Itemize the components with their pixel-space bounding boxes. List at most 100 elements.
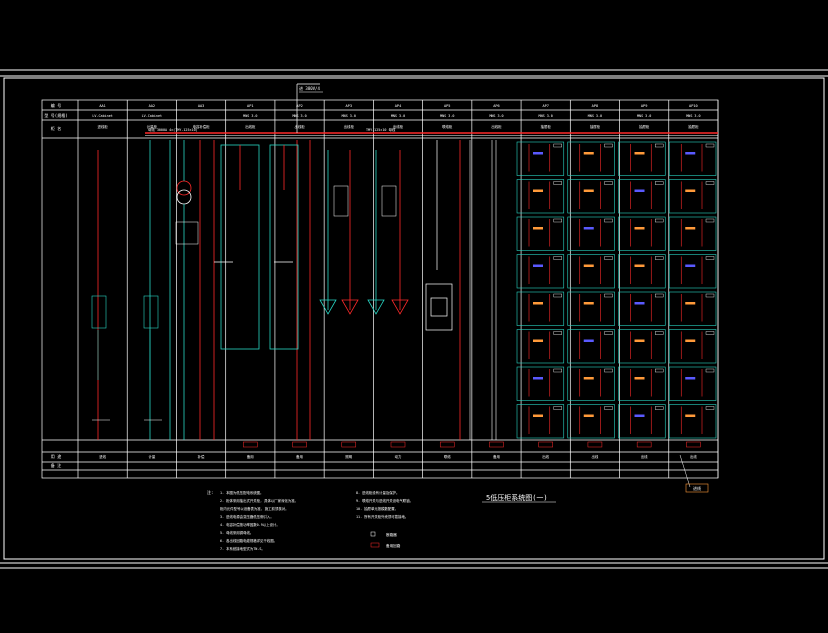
drawer-id-box bbox=[705, 256, 715, 260]
circuit-tag bbox=[292, 441, 307, 448]
note-left-line: 3. 进线电源由变压器低压侧引入。 bbox=[220, 514, 274, 519]
note-left-line: 1. 本图为低压配电系统图。 bbox=[220, 490, 263, 495]
right-tag: 进线 bbox=[693, 485, 701, 491]
drawing-title-block: 5低压柜系统图(一) bbox=[482, 493, 556, 503]
drawer-label bbox=[685, 414, 696, 417]
drawer-id-box bbox=[604, 293, 613, 298]
column-model: MNS 3.0 bbox=[489, 114, 503, 118]
drawer-id-box bbox=[705, 143, 715, 148]
circuit-tag bbox=[686, 441, 701, 448]
column-name: 抽屉柜 bbox=[688, 124, 699, 129]
drawer-id-box bbox=[604, 181, 613, 185]
drawer-label bbox=[685, 152, 696, 155]
column-no: AP3 bbox=[346, 104, 353, 108]
column-no: AP5 bbox=[444, 104, 451, 108]
usage-cell: 备用 bbox=[247, 454, 254, 459]
drawer-id-box bbox=[705, 406, 715, 410]
drawer-label bbox=[583, 377, 594, 380]
note-left-line: 5. 母线采用铜母线。 bbox=[220, 530, 253, 535]
drawer-id-box bbox=[553, 256, 562, 260]
drawer-unit bbox=[618, 329, 666, 364]
column-name: 出线柜 bbox=[344, 124, 355, 129]
drawer-id-box bbox=[655, 406, 664, 410]
drawing-frame bbox=[0, 69, 828, 569]
header-name-label: 柜 名 bbox=[51, 125, 61, 131]
drawer-label bbox=[634, 189, 645, 192]
incomer-circuits bbox=[91, 295, 162, 421]
panel-table-grid bbox=[41, 99, 719, 479]
drawer-id-box bbox=[655, 143, 664, 148]
drawer-unit bbox=[668, 291, 717, 326]
drawer-unit bbox=[618, 366, 666, 401]
column-name: 出线柜 bbox=[491, 124, 502, 129]
circuit-tag bbox=[489, 441, 504, 448]
drawer-id-box bbox=[553, 368, 562, 373]
drawer-label bbox=[583, 302, 594, 305]
drawing-title: 5低压柜系统图(一) bbox=[486, 493, 548, 502]
drawer-unit bbox=[516, 404, 565, 439]
drawer-label bbox=[685, 264, 696, 267]
drawer-unit bbox=[618, 141, 666, 176]
panel-column-headers: AA1LV-Cabinet进线柜AA2LV-Cabinet计量柜AA3电容补偿柜… bbox=[92, 104, 700, 129]
note-right-line: 9. 联络开关与进线开关设电气联锁。 bbox=[356, 498, 413, 503]
drawer-label bbox=[634, 414, 645, 417]
feeder-cabinets-ap1-ap2 bbox=[214, 144, 299, 350]
drawer-id-box bbox=[705, 218, 715, 223]
column-no: AA2 bbox=[149, 104, 156, 108]
column-model: MNS 3.0 bbox=[440, 114, 454, 118]
note-right-line: 10. 抽屉单元按模数配置。 bbox=[356, 506, 398, 511]
note-left-line: 2. 柜体采用抽出式开关柜, 具体以厂家深化为准。 bbox=[220, 498, 298, 503]
drawer-id-box bbox=[553, 143, 562, 148]
drawer-unit bbox=[618, 291, 666, 326]
drawer-unit bbox=[516, 254, 565, 289]
column-no: AP8 bbox=[592, 104, 599, 108]
circuit-tag bbox=[439, 441, 455, 448]
column-no: AP7 bbox=[542, 104, 549, 108]
drawer-id-box bbox=[553, 331, 562, 335]
usage-cell: 计量 bbox=[148, 454, 155, 459]
feeder-wiring bbox=[97, 140, 497, 440]
legend-swatch-spare bbox=[370, 542, 380, 548]
note-right-line: 11. 所有开关柜外壳须可靠接地。 bbox=[356, 514, 408, 519]
panel-table-headers: 编 号 型 号(规格) 柜 名 用 途 备 注 bbox=[44, 102, 67, 468]
column-no: AA3 bbox=[198, 104, 205, 108]
drawer-id-box bbox=[604, 331, 613, 335]
drawer-label bbox=[685, 377, 696, 380]
column-name: 出线柜 bbox=[393, 124, 404, 129]
circuit-tag bbox=[243, 441, 258, 448]
drawer-label bbox=[685, 302, 696, 305]
column-model: LV-Cabinet bbox=[92, 114, 112, 118]
usage-row: 进线计量补偿备用备用照明动力联络备用出线出线出线出线 bbox=[99, 441, 701, 459]
column-no: AP4 bbox=[395, 104, 402, 108]
drawer-unit bbox=[567, 329, 615, 364]
transformer-symbol bbox=[175, 140, 199, 440]
circuit-tag bbox=[390, 441, 406, 448]
column-model: MNS 3.0 bbox=[588, 114, 602, 118]
drawer-id-box bbox=[705, 331, 715, 335]
drawer-id-box bbox=[655, 218, 664, 223]
column-name: 出线柜 bbox=[294, 124, 305, 129]
footer-usage-label: 用 途 bbox=[51, 453, 61, 459]
column-model: MNS 3.0 bbox=[391, 114, 405, 118]
column-model: MNS 3.0 bbox=[686, 114, 700, 118]
usage-cell: 联络 bbox=[444, 454, 451, 459]
drawer-label bbox=[533, 227, 543, 230]
drawer-id-box bbox=[553, 181, 562, 185]
column-no: AA1 bbox=[99, 104, 106, 108]
drawer-label bbox=[533, 302, 543, 305]
usage-cell: 动力 bbox=[395, 454, 402, 459]
drawer-id-box bbox=[655, 256, 664, 260]
drawer-units bbox=[516, 141, 717, 439]
tie-panel-block bbox=[425, 140, 453, 331]
circuit-tag bbox=[538, 441, 553, 448]
column-model: MNS 3.0 bbox=[539, 114, 553, 118]
column-name: 抽屉柜 bbox=[639, 124, 650, 129]
drawer-id-box bbox=[553, 293, 562, 298]
drawer-unit bbox=[567, 366, 615, 401]
drawer-id-box bbox=[553, 406, 562, 410]
drawer-label bbox=[533, 339, 543, 342]
drawer-unit bbox=[668, 366, 717, 401]
drawer-unit bbox=[618, 254, 666, 289]
drawer-label bbox=[634, 264, 645, 267]
